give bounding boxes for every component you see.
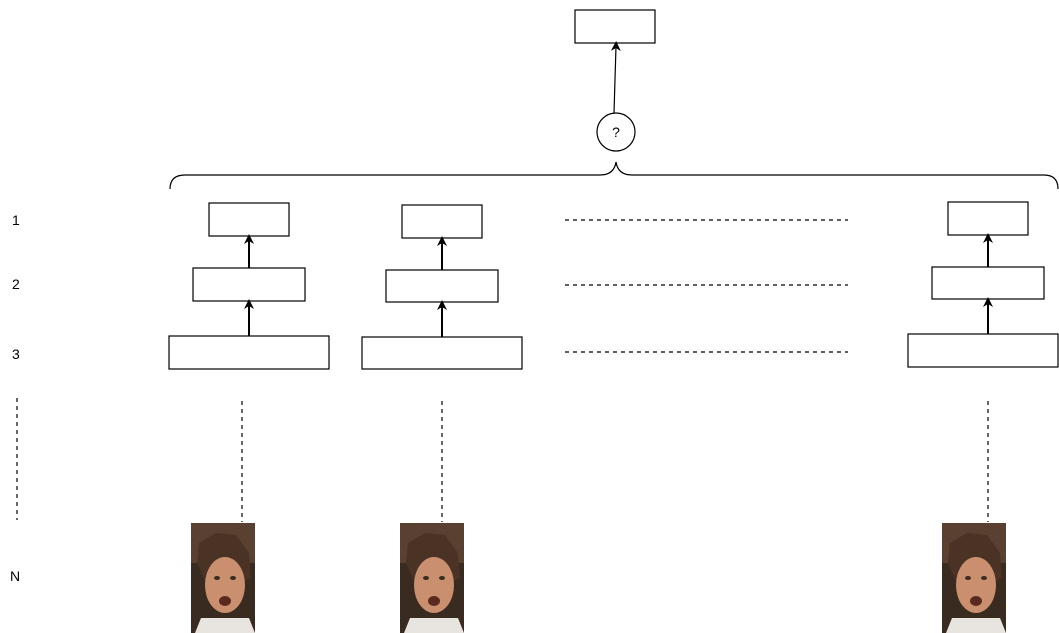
column-2: [361, 204, 523, 633]
column-2-layer-2-box: [385, 269, 499, 303]
column-2-layer-3-box: [361, 336, 523, 370]
row-label-n: N: [10, 568, 21, 584]
column-1-layer-2-box: [192, 267, 306, 302]
column-3-layer-3-box: [907, 333, 1059, 368]
row-label-3: 3: [12, 346, 20, 362]
column-1-layer-3-box: [168, 335, 330, 370]
column-2-layer-1-box: [401, 204, 483, 239]
column-3-layer-2-box: [931, 266, 1045, 300]
row-label-2: 2: [12, 276, 20, 292]
column-1: [168, 202, 330, 633]
column-3-face-photo-icon: [942, 523, 1006, 633]
output-box: [574, 9, 656, 44]
column-2-face-photo-icon: [400, 523, 464, 633]
aggregator-node: [596, 112, 636, 152]
aggregator-output-arrow: [610, 41, 621, 114]
column-1-face-photo-icon: [191, 523, 255, 633]
column-3: [907, 201, 1059, 633]
curly-brace: [169, 161, 1059, 190]
aggregator-label: ?: [612, 124, 620, 140]
column-3-layer-1-box: [947, 201, 1029, 236]
row-label-1: 1: [12, 212, 20, 228]
column-1-layer-1-box: [208, 202, 290, 237]
